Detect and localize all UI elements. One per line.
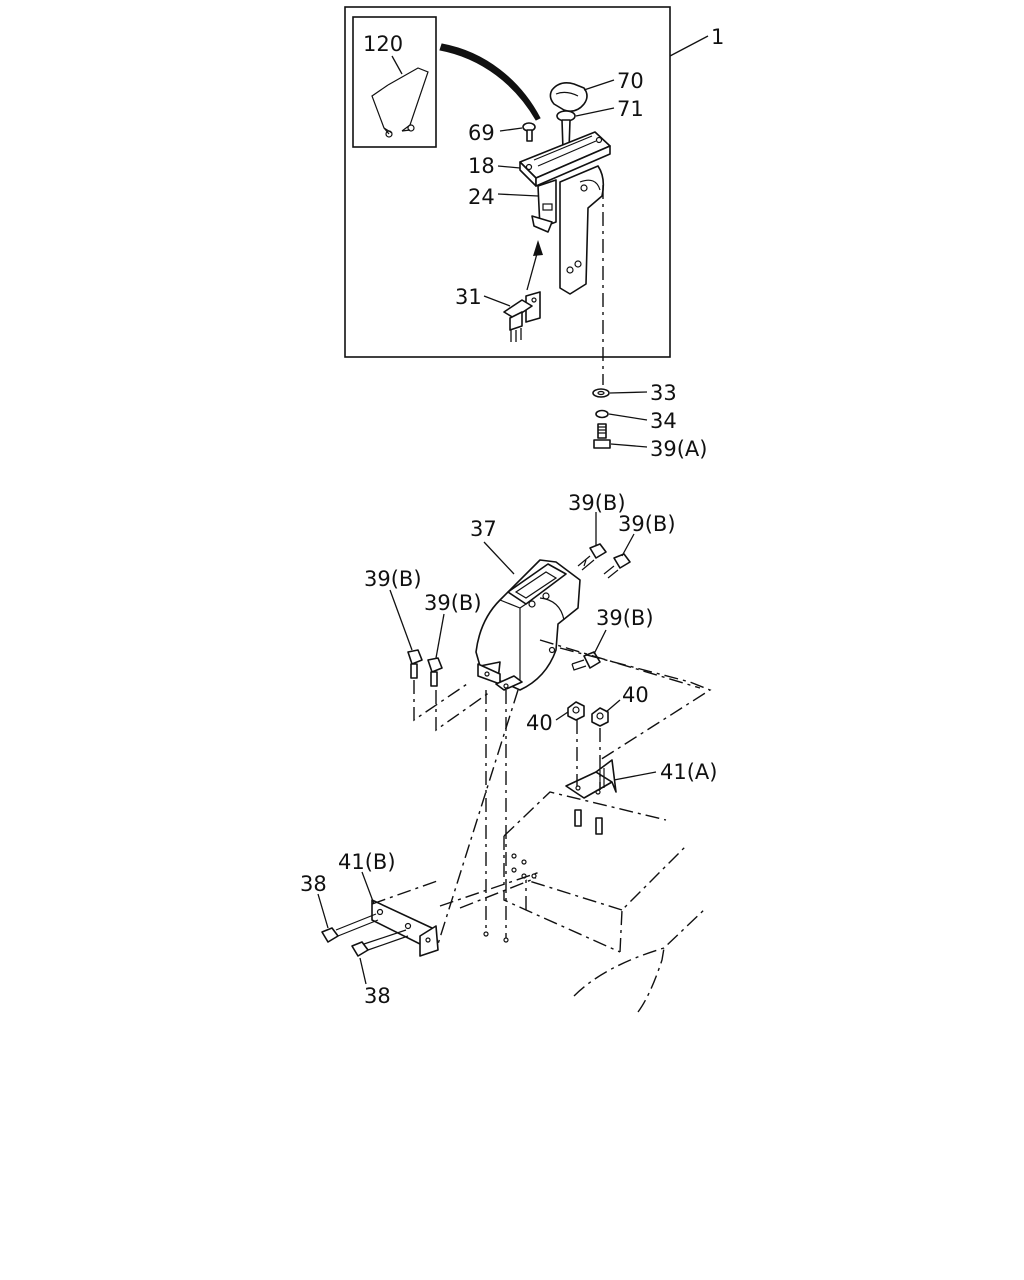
mount-hole-2 [503,937,509,943]
bolt-39b-part-3 [407,649,423,679]
callout-38-1: 38 [300,872,327,896]
callout-71: 71 [617,97,644,121]
bolt-39b-part-2 [603,553,631,579]
leader-41a [613,771,657,781]
inset-pointer-arrow [439,43,541,121]
callout-39b-4: 39(B) [424,591,482,615]
callout-1: 1 [711,25,724,49]
bolt-38-part-2 [351,929,409,957]
callout-34: 34 [650,409,677,433]
switch-31-part [503,291,541,342]
bolt-39b-part-4 [427,657,443,687]
knob-70-part [549,82,588,112]
leader-71 [575,107,615,117]
nut-40-part-2 [591,707,609,727]
callout-39b-1: 39(B) [568,491,626,515]
bolt-38-part-1 [321,913,379,943]
clip-120-part [371,67,429,138]
vehicle-frame-outline [503,791,707,1013]
callout-37: 37 [470,517,497,541]
nut-40-hole-1 [572,706,580,714]
leader-24 [497,193,539,197]
bracket-41a-part [565,759,617,835]
leader-39b-3 [389,589,413,651]
bolt-39b-part-1 [577,543,607,571]
cover-37-part [475,559,581,691]
bolt-39b-part-5 [571,651,601,671]
callout-31: 31 [455,285,482,309]
callout-39a: 39(A) [650,437,707,461]
leader-69 [499,127,523,132]
callout-18: 18 [468,154,495,178]
leader-33 [609,391,648,394]
callout-38-2: 38 [364,984,391,1008]
switch-pointer-head [533,240,543,256]
lever-body-part [519,131,611,295]
leader-41b [361,871,375,905]
callout-41b: 41(B) [338,850,396,874]
washer-33-hole [597,390,605,396]
leader-40-2 [605,699,621,713]
leader-38-1 [317,893,329,929]
callout-40-2: 40 [622,683,649,707]
leader-39b-2 [621,533,635,557]
bracket-41b-part [371,899,439,957]
nut-40-hole-2 [596,712,604,720]
callout-40-1: 40 [526,711,553,735]
callout-41a: 41(A) [660,760,717,784]
leader-31 [483,295,511,307]
leader-37 [483,541,515,575]
leader-39a [610,443,648,448]
nut-40-part-1 [567,701,585,721]
leader-18 [497,165,521,169]
assembly-centerlines [371,639,712,945]
leader-70 [583,79,615,91]
callout-120: 120 [363,32,403,56]
leader-40-1 [555,711,569,721]
leader-120 [391,55,403,75]
callout-39b-5: 39(B) [596,606,654,630]
leader-38-2 [359,957,367,985]
bolt-39a-part [593,423,611,449]
leader-34 [608,413,648,421]
callout-39b-2: 39(B) [618,512,676,536]
leader-1 [669,35,709,57]
washer-33-part [592,388,610,398]
callout-70: 70 [617,69,644,93]
callout-69: 69 [468,121,495,145]
switch-pointer-shaft [526,249,539,291]
screw-69-part [522,122,536,142]
leader-39b-4 [435,613,445,659]
leader-39b-5 [593,629,607,655]
detail-inset-frame [352,16,437,148]
mount-hole-1 [483,931,489,937]
callout-33: 33 [650,381,677,405]
callout-39b-3: 39(B) [364,567,422,591]
callout-24: 24 [468,185,495,209]
lock-washer-34-part [595,409,609,419]
assembly-frame [344,6,671,358]
